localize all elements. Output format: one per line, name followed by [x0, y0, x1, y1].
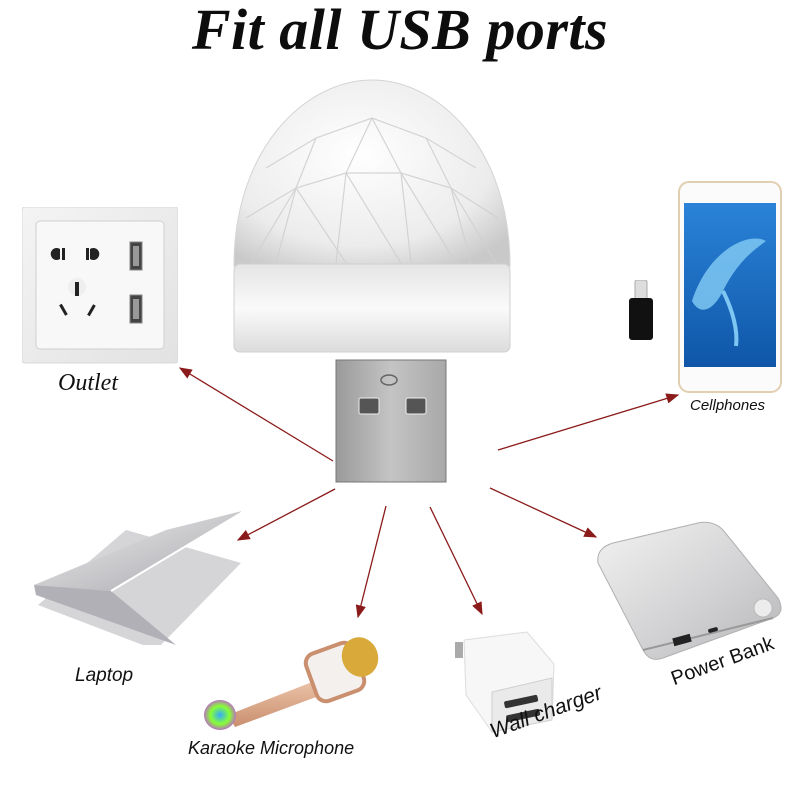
laptop-image	[16, 505, 241, 645]
power-bank-image	[588, 518, 788, 668]
outlet-image	[22, 207, 178, 367]
laptop-label: Laptop	[75, 665, 134, 686]
arrow-to-karaoke	[355, 505, 387, 619]
disco-ball-light-image	[226, 78, 526, 498]
arrow-to-wall-charger	[429, 506, 483, 616]
cellphones-label: Cellphones	[690, 397, 766, 414]
karaoke-microphone-image	[200, 635, 380, 735]
outlet-label: Outlet	[58, 370, 118, 396]
lightning-adapter-image	[626, 280, 656, 342]
cellphone-image	[678, 181, 782, 393]
karaoke-microphone-label: Karaoke Microphone	[188, 738, 355, 758]
headline-title: Fit all USB ports	[191, 0, 609, 62]
wall-charger-image	[452, 620, 562, 740]
